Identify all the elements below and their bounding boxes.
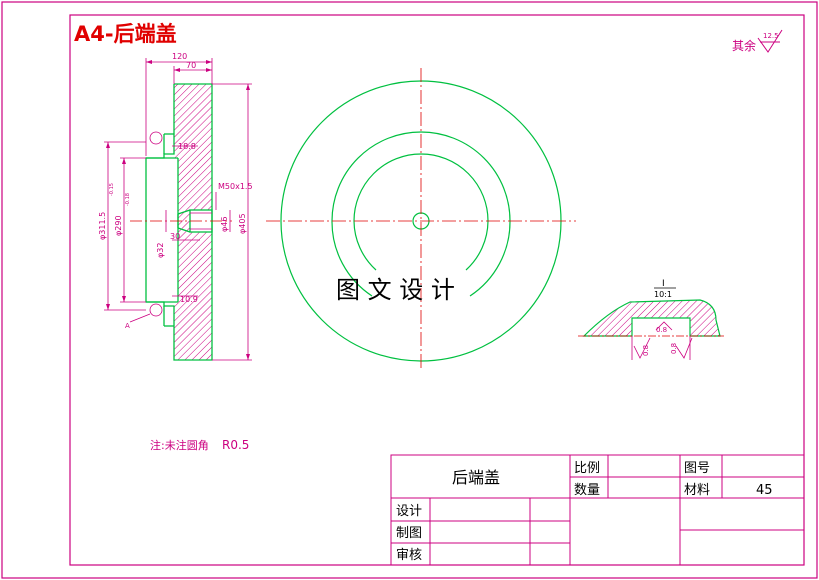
detail-label: I <box>662 279 665 289</box>
tb-part-name: 后端盖 <box>452 468 500 487</box>
inner-arc-1-lower-r <box>469 220 511 297</box>
tb-draw-label: 制图 <box>396 526 422 541</box>
detail-view: I 10:1 0.8 0.8 0.8 <box>578 279 724 360</box>
tb-review-label: 审核 <box>396 548 422 563</box>
dim-18-8: 18.8 <box>178 142 196 151</box>
tb-drawing-no-label: 图号 <box>684 461 710 476</box>
note-text: 注:未注圆角 <box>150 438 209 452</box>
dim-70: 70 <box>186 61 196 70</box>
inner-arc-1 <box>331 131 511 222</box>
dim-10-9: 10.9 <box>180 295 198 304</box>
dim-d32: φ32 <box>156 243 165 258</box>
title-block <box>390 454 805 566</box>
section-view: 120 70 18.8 M50x1.5 φ311.5 -0.15 φ290 -0… <box>98 52 253 361</box>
dim-m50: M50x1.5 <box>218 182 253 191</box>
drawing-title: A4-后端盖 <box>74 22 177 46</box>
note-value: R0.5 <box>222 438 249 452</box>
watermark-text: 图 文 设 计 <box>336 276 455 304</box>
front-view <box>266 68 576 368</box>
dim-tol2: -0.18 <box>125 193 131 206</box>
detail-dim-1: 0.8 <box>642 345 650 356</box>
section-hatch-lower <box>174 222 212 360</box>
dim-30: 30 <box>170 232 180 241</box>
dim-d46: φ46 <box>220 217 229 232</box>
inner-arc-1-lower <box>331 220 373 297</box>
dim-d311: φ311.5 <box>98 212 107 240</box>
tb-material-value: 45 <box>756 483 773 498</box>
inner-arc-2 <box>353 153 489 222</box>
roughness-prefix: 其余 <box>732 38 756 53</box>
inner-arc-2-lower-r <box>465 220 489 271</box>
detail-dim-3: 0.8 <box>670 343 678 354</box>
inner-arc-2-lower <box>353 220 377 271</box>
tb-design-label: 设计 <box>396 504 422 519</box>
hole-mark-lower <box>149 303 163 317</box>
dim-d290: φ290 <box>114 215 123 236</box>
tb-material-label: 材料 <box>684 483 710 498</box>
section-hatch-upper <box>174 84 212 222</box>
dim-120: 120 <box>172 52 187 61</box>
dim-d405: φ405 <box>238 213 247 234</box>
dim-tol1: -0.15 <box>109 183 115 196</box>
detail-dim-2: 0.8 <box>656 326 667 334</box>
tb-quantity-label: 数量 <box>574 483 600 498</box>
roughness-value: 12.5 <box>763 32 779 40</box>
hole-mark-upper <box>149 131 163 145</box>
tb-ratio-label: 比例 <box>574 461 600 476</box>
detail-scale: 10:1 <box>654 290 672 299</box>
roughness-symbol-icon <box>757 29 783 53</box>
detail-mark: A <box>125 322 130 330</box>
